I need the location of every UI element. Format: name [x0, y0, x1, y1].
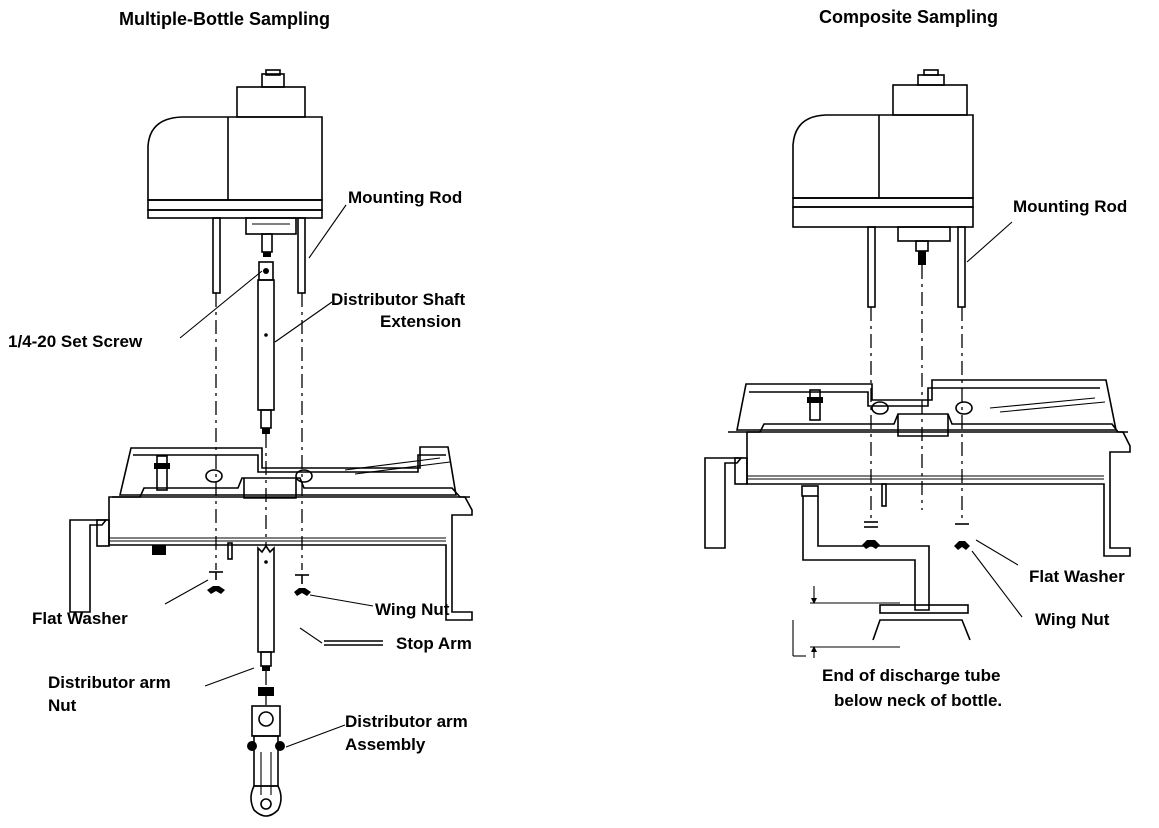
left-leader-lines	[164, 204, 374, 748]
label-discharge-line1: End of discharge tube	[822, 666, 1001, 685]
left-lid	[112, 446, 470, 499]
left-washers-and-wing-nuts	[207, 571, 311, 596]
label-shaft-extension-line2: Extension	[380, 312, 461, 331]
left-label-flat-washer: Flat Washer	[32, 609, 128, 628]
left-label-wing-nut: Wing Nut	[375, 600, 450, 619]
label-arm-assembly-line1: Distributor arm	[345, 712, 468, 731]
right-base	[704, 431, 1131, 557]
right-label-mounting-rod: Mounting Rod	[1013, 197, 1127, 216]
right-label-wing-nut: Wing Nut	[1035, 610, 1110, 629]
left-distributor-shaft	[257, 233, 275, 545]
left-title: Multiple-Bottle Sampling	[119, 9, 330, 29]
label-arm-assembly-line2: Assembly	[345, 735, 426, 754]
left-lower-assembly	[247, 544, 383, 817]
discharge-tube	[792, 485, 971, 658]
composite-figure: Composite Sampling	[704, 7, 1131, 710]
label-arm-nut-line2: Nut	[48, 696, 77, 715]
label-stop-arm: Stop Arm	[396, 634, 472, 653]
right-leader-lines	[966, 221, 1023, 618]
right-mounting-rods	[867, 226, 966, 520]
left-base	[69, 496, 473, 621]
right-title: Composite Sampling	[819, 7, 998, 27]
label-discharge-line2: below neck of bottle.	[834, 691, 1002, 710]
left-label-mounting-rod: Mounting Rod	[348, 188, 462, 207]
left-mounting-rods	[212, 217, 306, 570]
left-controller-head	[147, 69, 323, 235]
label-arm-nut-line1: Distributor arm	[48, 673, 171, 692]
label-set-screw: 1/4-20 Set Screw	[8, 332, 143, 351]
right-lid	[728, 379, 1128, 437]
right-label-flat-washer: Flat Washer	[1029, 567, 1125, 586]
multiple-bottle-figure: Multiple-Bottle Sampling	[8, 9, 473, 817]
label-shaft-extension-line1: Distributor Shaft	[331, 290, 465, 309]
right-controller-head	[792, 69, 974, 265]
